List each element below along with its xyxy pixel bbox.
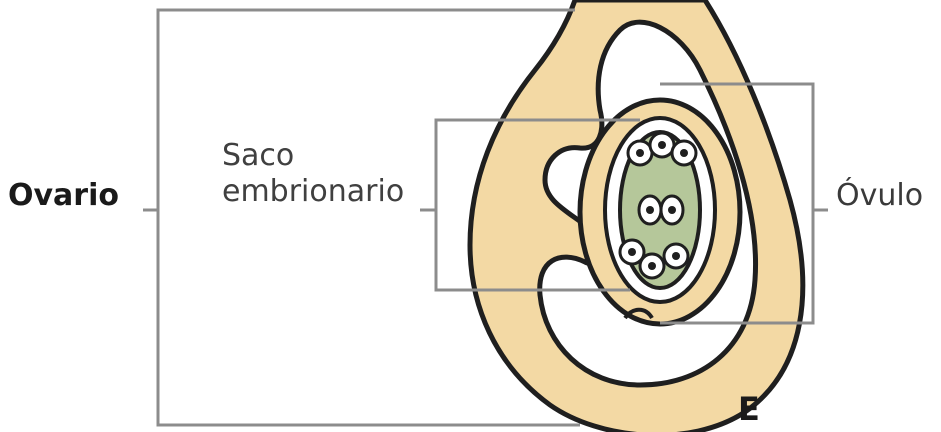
ovario-label: Ovario [8, 178, 119, 213]
cell-nucleus [648, 262, 656, 270]
saco-embrionario-label: Saco embrionario [222, 138, 404, 210]
saco-label-line1: Saco [222, 138, 404, 174]
cell-nucleus [628, 248, 636, 256]
corner-mark-label: E [738, 390, 760, 428]
cell-nucleus [680, 149, 688, 157]
cell-nucleus [636, 149, 644, 157]
ovulo-label: Óvulo [836, 178, 923, 213]
cell-nucleus [672, 252, 680, 260]
cell-nucleus [668, 206, 676, 214]
cell-nucleus [646, 206, 654, 214]
saco-label-line2: embrionario [222, 174, 404, 210]
cell-nucleus [658, 141, 666, 149]
